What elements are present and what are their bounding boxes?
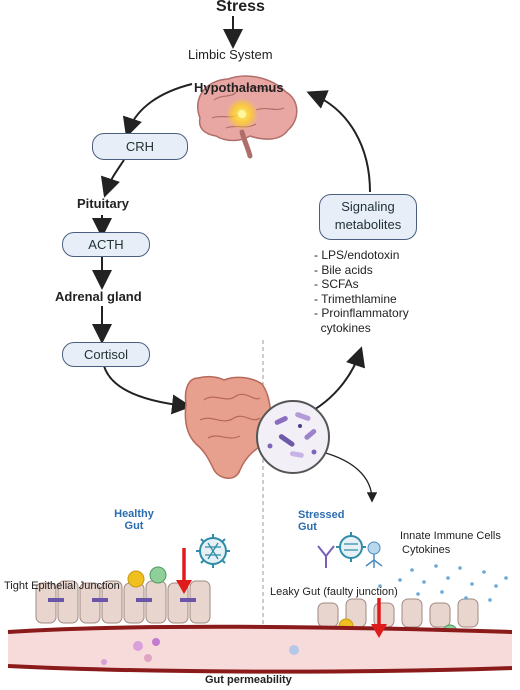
stressed-epithelium: [317, 541, 508, 640]
tight-junction-label: Tight Epithelial Junction: [4, 580, 120, 592]
metabolites-list: - LPS/endotoxin - Bile acids - SCFAs - T…: [314, 248, 409, 335]
hypothalamus-to-crh-arrow: [122, 83, 193, 138]
metabolite-item: - Bile acids: [314, 262, 373, 277]
cytokines-label: Cytokines: [402, 544, 451, 556]
limbic-system-label: Limbic System: [188, 47, 273, 62]
acth-label: ACTH: [88, 237, 124, 252]
metabolite-item: - LPS/endotoxin: [314, 248, 400, 262]
signaling-metabolites-title-2: metabolites: [334, 217, 402, 232]
adrenal-gland-label: Adrenal gland: [55, 289, 142, 304]
virus-icon-stressed: [336, 532, 366, 562]
cortisol-label: Cortisol: [83, 347, 129, 362]
stressed-gut-line-2: Gut: [298, 521, 317, 533]
stressed-gut-line-1: Stressed: [298, 509, 345, 521]
signaling-metabolites-box: Signaling metabolites: [319, 194, 417, 240]
pituitary-label: Pituitary: [77, 196, 130, 211]
stressed-permeability-arrowhead: [371, 624, 387, 638]
innate-immune-label: Innate Immune Cells: [400, 530, 501, 542]
healthy-gut-line-2: Gut: [124, 520, 144, 532]
stress-label: Stress: [216, 0, 265, 15]
metabolites-to-hypothalamus-arrow: [306, 90, 371, 193]
microbiota-to-stressed-gut-arrow: [321, 451, 378, 503]
healthy-epithelium: [35, 566, 211, 624]
signaling-metabolites-title-1: Signaling: [341, 199, 395, 214]
metabolite-item: - SCFAs: [314, 277, 359, 291]
virus-icon: [196, 534, 230, 568]
healthy-gut-line-1: Healthy: [114, 508, 154, 520]
crh-label: CRH: [125, 139, 155, 154]
healthy-gut-label: Healthy Gut: [107, 508, 161, 532]
blood-vessel: [7, 624, 513, 674]
cortisol-to-gut-arrow: [103, 365, 192, 415]
healthy-permeability-arrowhead: [176, 580, 192, 594]
brain-icon: [197, 75, 298, 159]
metabolite-item: - Proinflammatory: [314, 306, 409, 320]
stressed-gut-label: Stressed Gut: [298, 509, 358, 533]
crh-box: CRH: [92, 133, 188, 160]
crh-to-pituitary-arrow: [100, 159, 125, 198]
metabolite-item: cytokines: [314, 320, 371, 335]
leaky-gut-label: Leaky Gut (faulty junction): [270, 586, 398, 598]
metabolite-item: - Trimethlamine: [314, 291, 397, 306]
gut-permeability-label: Gut permeability: [205, 674, 292, 686]
cortisol-box: Cortisol: [62, 342, 150, 367]
acth-box: ACTH: [62, 232, 150, 257]
intestine-icon: [184, 375, 272, 479]
microbiota-circle: [256, 400, 330, 474]
hypothalamus-label: Hypothalamus: [194, 80, 284, 95]
